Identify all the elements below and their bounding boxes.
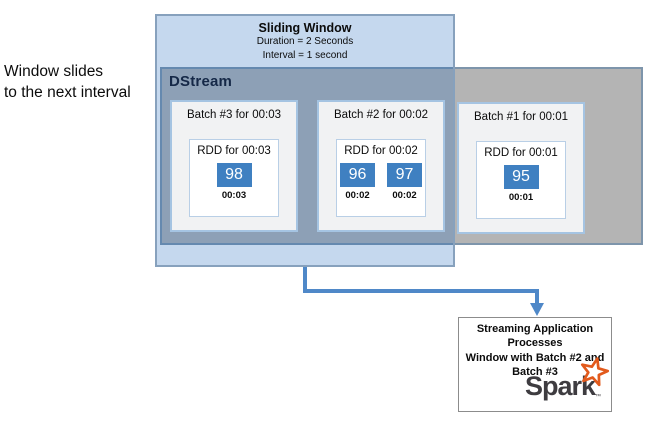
- dstream-label: DStream: [169, 73, 233, 90]
- process-line: Processes: [507, 337, 563, 350]
- rdd-box: RDD for 00:01 95 00:01: [476, 141, 566, 219]
- rdd-cell-time: 00:02: [392, 190, 417, 201]
- rdd-cells: 98 00:03: [190, 163, 278, 201]
- rdd-cell-time: 00:01: [508, 192, 534, 203]
- rdd-cell-column: 95 00:01: [503, 165, 539, 203]
- rdd-cell-column: 97 00:02: [387, 163, 422, 201]
- process-box-text: Streaming Application Processes Window w…: [459, 322, 611, 379]
- rdd-cell-time: 00:03: [221, 190, 247, 201]
- batch-title: Batch #3 for 00:03: [187, 109, 281, 121]
- left-note: Window slides to the next interval: [4, 62, 156, 104]
- batch-title: Batch #2 for 00:02: [334, 109, 428, 121]
- left-note-line1: Window slides: [4, 63, 104, 80]
- rdd-cell-column: 98 00:03: [216, 163, 252, 201]
- sliding-window-duration: Duration = 2 Seconds: [256, 36, 354, 47]
- sliding-window-interval: Interval = 1 second: [262, 50, 348, 61]
- process-box: Streaming Application Processes Window w…: [458, 317, 612, 412]
- rdd-title: RDD for 00:03: [197, 145, 271, 157]
- batch-box-1: Batch #1 for 00:01 RDD for 00:01 95 00:0…: [457, 102, 585, 234]
- spark-logo: Spark™: [525, 357, 609, 407]
- spark-star-icon: [580, 357, 609, 387]
- sliding-window-title: Sliding Window: [258, 21, 352, 35]
- rdd-title: RDD for 00:01: [484, 147, 558, 159]
- rdd-cells: 96 00:02 97 00:02: [337, 163, 425, 201]
- batch-title: Batch #1 for 00:01: [474, 111, 568, 123]
- spark-trademark: ™: [595, 394, 601, 400]
- rdd-value-cell: 96: [340, 163, 375, 187]
- rdd-value-cell: 95: [503, 165, 539, 189]
- process-line: Batch #3: [512, 365, 558, 378]
- rdd-value-cell: 98: [216, 163, 252, 187]
- batch-box-2: Batch #2 for 00:02 RDD for 00:02 96 00:0…: [317, 100, 445, 232]
- rdd-cell-column: 96 00:02: [340, 163, 375, 201]
- left-note-line2: to the next interval: [4, 83, 131, 101]
- rdd-title: RDD for 00:02: [344, 145, 418, 157]
- rdd-box: RDD for 00:02 96 00:02 97 00:02: [336, 139, 426, 217]
- rdd-cells: 95 00:01: [477, 165, 565, 203]
- process-line: Streaming Application: [476, 323, 594, 335]
- rdd-value-cell: 97: [387, 163, 422, 187]
- rdd-cell-time: 00:02: [345, 190, 370, 201]
- process-line: Window with Batch #2 and: [465, 351, 605, 364]
- batch-box-3: Batch #3 for 00:03 RDD for 00:03 98 00:0…: [170, 100, 298, 232]
- rdd-box: RDD for 00:03 98 00:03: [189, 139, 279, 217]
